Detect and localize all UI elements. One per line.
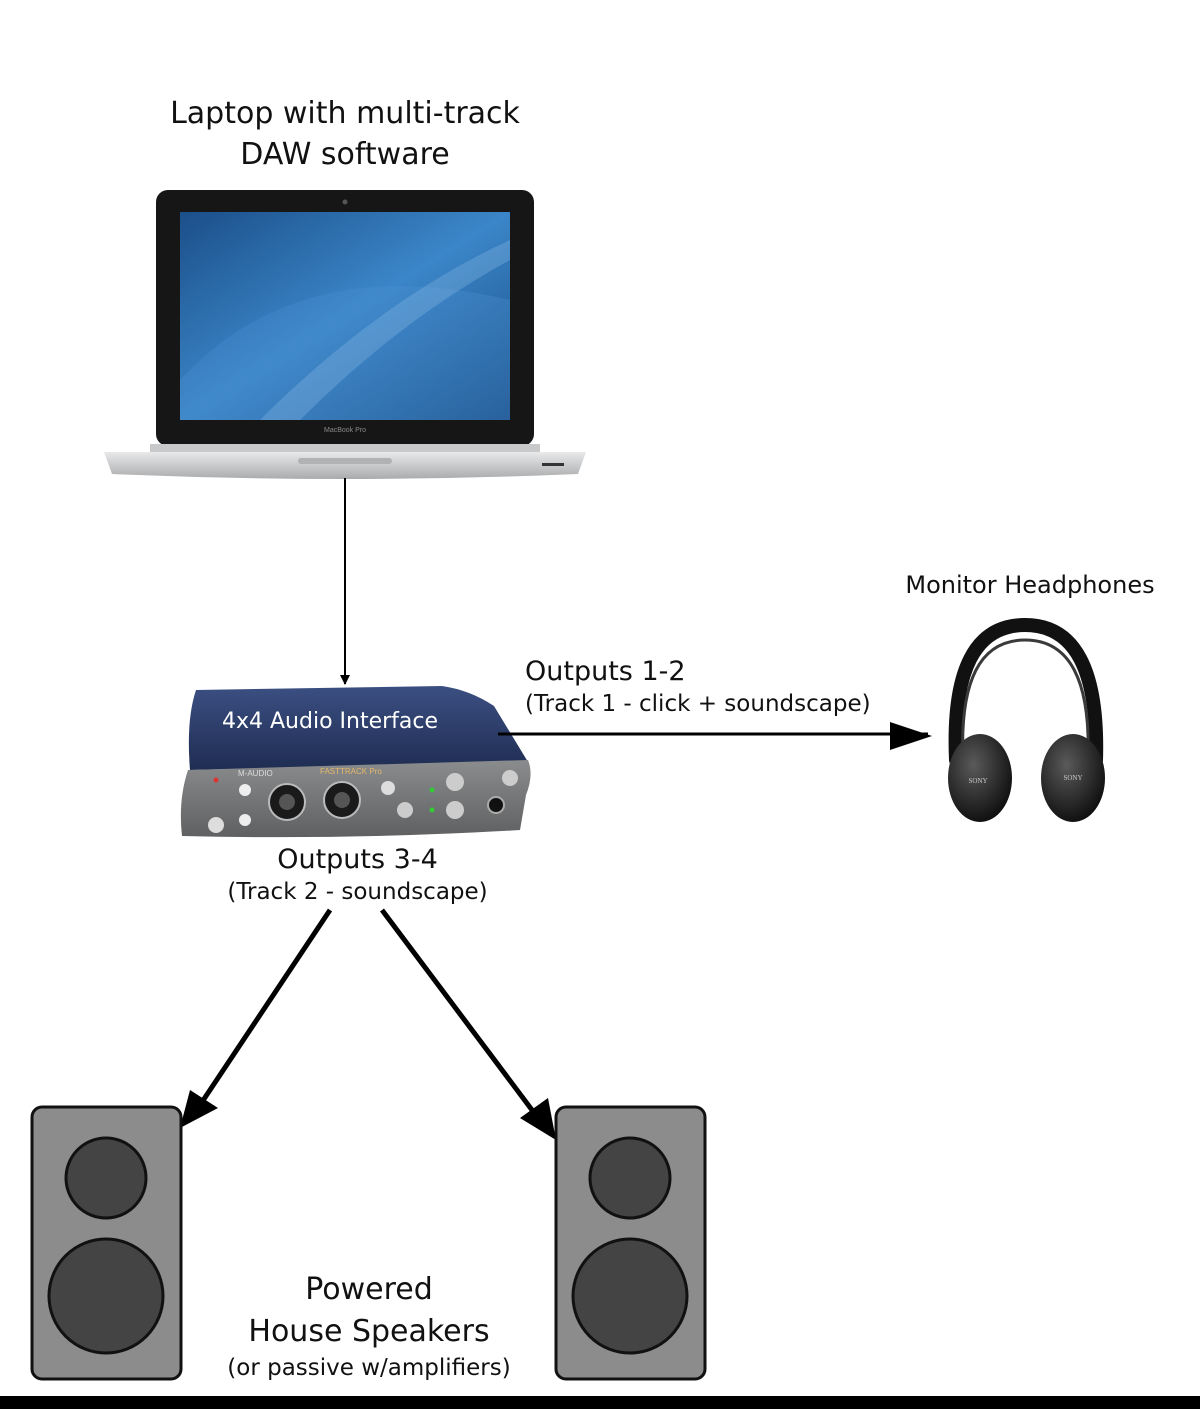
interface-brand-text: M-AUDIO: [238, 769, 273, 778]
speakers-label-line2: House Speakers: [248, 1314, 490, 1349]
bottom-border: [0, 1396, 1200, 1409]
speakers-label-line1: Powered: [305, 1272, 433, 1307]
laptop-label-line1: Laptop with multi-track: [170, 96, 520, 131]
laptop-label-line2: DAW software: [240, 137, 450, 172]
laptop-screen-caption: MacBook Pro: [324, 427, 366, 434]
headphone-brand-right: SONY: [1063, 774, 1082, 782]
headphones-label: Monitor Headphones: [905, 571, 1155, 599]
outputs34-label-line1: Outputs 3-4: [277, 844, 438, 875]
arrow-to-left-speaker: [195, 908, 333, 1110]
left-speaker-icon: [30, 1105, 183, 1381]
interface-model-text: FASTTRACK Pro: [320, 767, 382, 776]
right-speaker-icon: [554, 1105, 707, 1381]
headphone-brand-left: SONY: [968, 777, 987, 785]
arrowhead-left-speaker: [180, 1090, 218, 1128]
arrow-to-right-speaker: [380, 908, 540, 1120]
outputs12-label-line1: Outputs 1-2: [525, 656, 686, 687]
speakers-label-line3: (or passive w/amplifiers): [227, 1355, 511, 1381]
audio-interface-icon: [180, 686, 531, 838]
headphones-icon: [948, 617, 1105, 822]
interface-label: 4x4 Audio Interface: [222, 709, 439, 734]
arrowhead-right-speaker: [520, 1098, 556, 1140]
outputs12-label-line2: (Track 1 - click + soundscape): [525, 691, 871, 717]
laptop-icon: [104, 190, 586, 479]
outputs34-label-line2: (Track 2 - soundscape): [227, 879, 488, 905]
arrowhead-headphones: [890, 722, 932, 750]
